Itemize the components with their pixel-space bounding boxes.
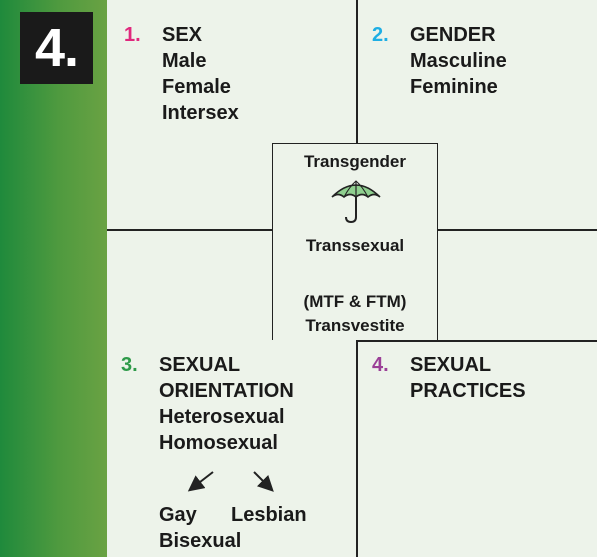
quadrant-gender: 2. GENDER Masculine Feminine bbox=[372, 22, 507, 100]
quadrant-title-line2: ORIENTATION bbox=[159, 380, 294, 402]
list-item: Female bbox=[162, 76, 231, 98]
quadrant-number: 2. bbox=[372, 24, 389, 46]
divider-horizontal-bottom bbox=[356, 340, 597, 342]
center-label-transvestite: Transvestite bbox=[305, 316, 405, 335]
center-label-mtf-ftm: (MTF & FTM) bbox=[303, 292, 407, 311]
quadrant-title-line2: PRACTICES bbox=[410, 380, 526, 402]
list-item: Homosexual bbox=[159, 432, 278, 454]
center-label-transsexual: Transsexual bbox=[305, 236, 405, 255]
quadrant-orientation: 3. SEXUAL ORIENTATION Heterosexual Homose… bbox=[121, 352, 294, 456]
divider-horizontal-right bbox=[438, 229, 597, 231]
divider-vertical-top bbox=[356, 0, 358, 143]
divider-horizontal-left bbox=[107, 229, 272, 231]
list-item: Heterosexual bbox=[159, 406, 285, 428]
list-item: Feminine bbox=[410, 76, 498, 98]
branch-gay: Gay bbox=[159, 504, 197, 526]
quadrant-number: 4. bbox=[372, 354, 389, 376]
section-badge: 4. bbox=[20, 12, 93, 84]
umbrella-icon bbox=[331, 180, 381, 224]
center-label-transgender: Transgender bbox=[303, 152, 407, 171]
quadrant-title: SEXUAL bbox=[410, 354, 492, 376]
quadrant-number: 3. bbox=[121, 354, 138, 376]
arrow-right bbox=[253, 471, 274, 492]
list-item: Male bbox=[162, 50, 207, 72]
arrow-left bbox=[187, 471, 214, 492]
divider-vertical-bottom bbox=[356, 340, 358, 557]
list-item-bisexual: Bisexual bbox=[159, 530, 242, 552]
quadrant-sex: 1. SEX Male Female Intersex bbox=[124, 22, 239, 126]
list-item: Masculine bbox=[410, 50, 507, 72]
quadrant-title: SEXUAL bbox=[159, 354, 241, 376]
quadrant-practices: 4. SEXUAL PRACTICES bbox=[372, 352, 526, 404]
quadrant-title: SEX bbox=[162, 24, 203, 46]
quadrant-number: 1. bbox=[124, 24, 141, 46]
transgender-box bbox=[272, 143, 438, 340]
quadrant-title: GENDER bbox=[410, 24, 496, 46]
sidebar: 4. bbox=[0, 0, 107, 557]
list-item: Intersex bbox=[162, 102, 239, 124]
branch-lesbian: Lesbian bbox=[231, 504, 307, 526]
